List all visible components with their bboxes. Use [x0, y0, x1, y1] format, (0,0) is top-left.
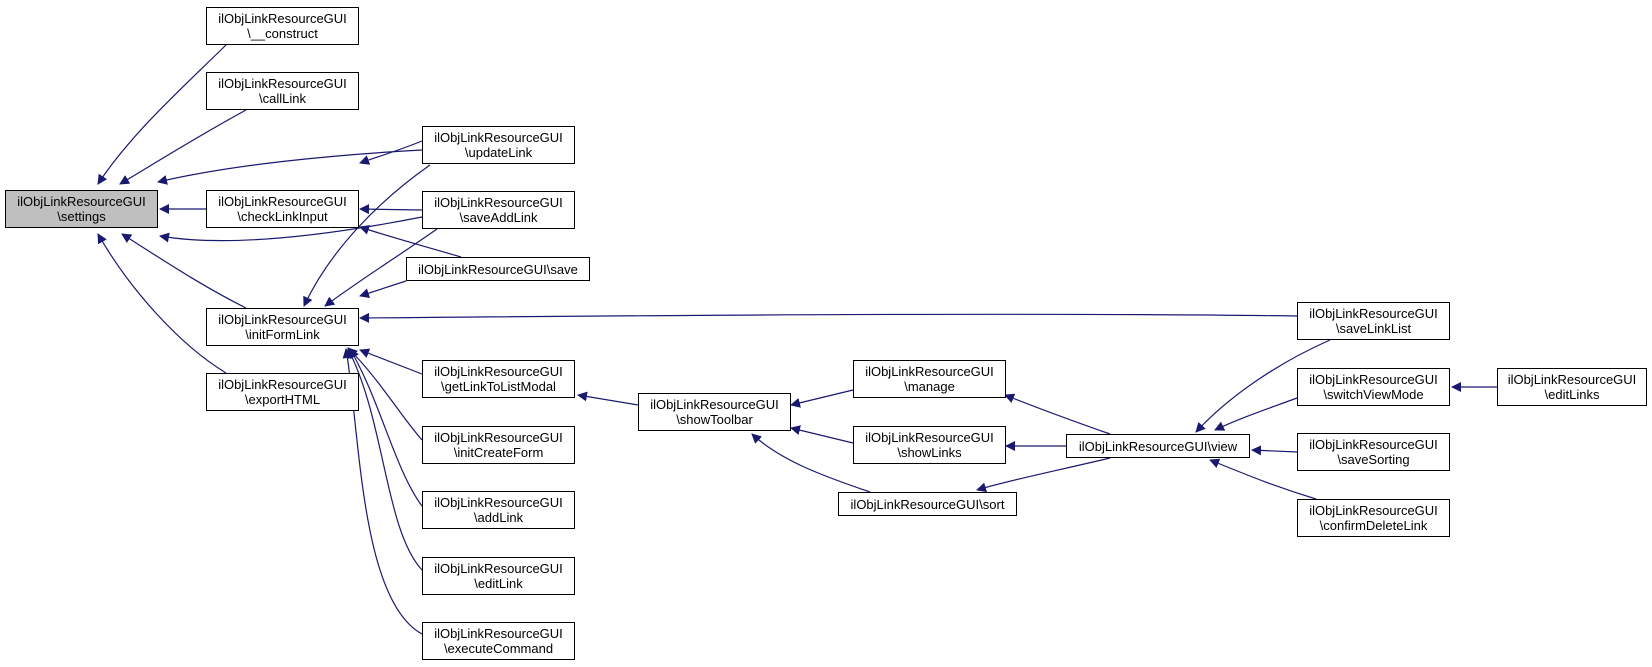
node-construct-method: \__construct	[247, 26, 318, 41]
node-updateLink-class: ilObjLinkResourceGUI	[434, 130, 563, 145]
node-editLinks[interactable]: ilObjLinkResourceGUI \editLinks	[1497, 368, 1647, 406]
node-save-label: ilObjLinkResourceGUI\save	[418, 261, 578, 277]
node-construct[interactable]: ilObjLinkResourceGUI \__construct	[206, 7, 359, 45]
node-checkLinkInput-class: ilObjLinkResourceGUI	[218, 194, 347, 209]
node-exportHTML[interactable]: ilObjLinkResourceGUI \exportHTML	[206, 373, 359, 411]
node-callLink-method: \callLink	[259, 91, 306, 106]
node-sort[interactable]: ilObjLinkResourceGUI\sort	[838, 492, 1017, 516]
node-manage[interactable]: ilObjLinkResourceGUI \manage	[853, 360, 1006, 398]
node-saveSorting-method: \saveSorting	[1337, 452, 1410, 467]
edge-initFormLink-from-saveAddLink	[324, 228, 438, 307]
node-getLinkToListModal-method: \getLinkToListModal	[441, 379, 556, 394]
node-initFormLink[interactable]: ilObjLinkResourceGUI \initFormLink	[206, 308, 359, 346]
edge-showToolbar-from-manage	[790, 389, 854, 408]
node-saveAddLink-class: ilObjLinkResourceGUI	[434, 195, 563, 210]
node-callLink-class: ilObjLinkResourceGUI	[218, 76, 347, 91]
edge-view-from-saveSorting	[1251, 445, 1298, 456]
node-checkLinkInput[interactable]: ilObjLinkResourceGUI \checkLinkInput	[206, 190, 359, 228]
edge-settings-from-exportHTML	[97, 233, 227, 374]
edge-getLinkToListModal-from-showToolbar	[577, 391, 639, 406]
edge-settings-from-updateLink	[157, 149, 423, 185]
node-saveSorting-class: ilObjLinkResourceGUI	[1309, 437, 1438, 452]
node-executeCommand-class: ilObjLinkResourceGUI	[434, 626, 563, 641]
edge-initFormLink-from-editLink	[347, 348, 423, 571]
node-saveLinkList[interactable]: ilObjLinkResourceGUI \saveLinkList	[1297, 302, 1450, 340]
node-settings-method: \settings	[57, 209, 106, 224]
node-switchViewMode-method: \switchViewMode	[1323, 387, 1424, 402]
node-showLinks[interactable]: ilObjLinkResourceGUI \showLinks	[853, 426, 1006, 464]
node-editLink-method: \editLink	[474, 576, 523, 591]
edge-settings-from-callLink	[119, 109, 247, 185]
node-view-label: ilObjLinkResourceGUI\view	[1078, 438, 1238, 454]
edge-checkLinkInput-from-save	[359, 225, 462, 258]
node-showLinks-method: \showLinks	[897, 445, 962, 460]
edge-initFormLink-from-getLinkToListModal	[359, 348, 423, 375]
edge-settings-from-construct	[97, 44, 227, 185]
node-sort-label: ilObjLinkResourceGUI\sort	[850, 496, 1005, 512]
node-construct-class: ilObjLinkResourceGUI	[218, 11, 347, 26]
node-confirmDeleteLink-class: ilObjLinkResourceGUI	[1309, 503, 1438, 518]
edge-initFormLink-from-updateLink	[303, 164, 431, 307]
node-showToolbar[interactable]: ilObjLinkResourceGUI \showToolbar	[638, 393, 791, 431]
node-view[interactable]: ilObjLinkResourceGUI\view	[1066, 434, 1250, 458]
node-initFormLink-method: \initFormLink	[245, 327, 320, 342]
node-settings-class: ilObjLinkResourceGUI	[17, 194, 146, 209]
node-exportHTML-class: ilObjLinkResourceGUI	[218, 377, 347, 392]
edge-initFormLink-from-addLink	[349, 348, 423, 507]
node-checkLinkInput-method: \checkLinkInput	[237, 209, 328, 224]
node-editLink[interactable]: ilObjLinkResourceGUI \editLink	[422, 557, 575, 595]
edge-manage-from-view	[1004, 393, 1111, 435]
node-switchViewMode[interactable]: ilObjLinkResourceGUI \switchViewMode	[1297, 368, 1450, 406]
node-addLink-class: ilObjLinkResourceGUI	[434, 495, 563, 510]
node-getLinkToListModal[interactable]: ilObjLinkResourceGUI \getLinkToListModal	[422, 360, 575, 398]
edge-checkLinkInput-from-saveAddLink	[359, 204, 423, 215]
node-editLink-class: ilObjLinkResourceGUI	[434, 561, 563, 576]
edge-settings-from-saveAddLink	[159, 216, 423, 243]
edge-view-from-saveLinkList	[1195, 339, 1331, 433]
node-executeCommand[interactable]: ilObjLinkResourceGUI \executeCommand	[422, 622, 575, 660]
node-settings[interactable]: ilObjLinkResourceGUI \settings	[5, 190, 158, 228]
node-manage-class: ilObjLinkResourceGUI	[865, 364, 994, 379]
node-switchViewMode-class: ilObjLinkResourceGUI	[1309, 372, 1438, 387]
node-addLink-method: \addLink	[473, 510, 524, 525]
node-showToolbar-class: ilObjLinkResourceGUI	[650, 397, 779, 412]
node-addLink[interactable]: ilObjLinkResourceGUI \addLink	[422, 491, 575, 529]
node-showToolbar-method: \showToolbar	[676, 412, 753, 427]
edge-settings-from-initFormLink	[121, 233, 247, 309]
node-initCreateForm-method: \initCreateForm	[453, 445, 544, 460]
node-saveSorting[interactable]: ilObjLinkResourceGUI \saveSorting	[1297, 433, 1450, 471]
node-exportHTML-method: \exportHTML	[244, 392, 321, 407]
node-initCreateForm-class: ilObjLinkResourceGUI	[434, 430, 563, 445]
node-callLink[interactable]: ilObjLinkResourceGUI \callLink	[206, 72, 359, 110]
edge-view-from-confirmDeleteLink	[1209, 458, 1317, 500]
edge-sort-from-view	[976, 457, 1111, 493]
node-editLinks-class: ilObjLinkResourceGUI	[1507, 372, 1637, 387]
node-saveLinkList-method: \saveLinkList	[1335, 321, 1412, 336]
node-executeCommand-method: \executeCommand	[443, 641, 554, 656]
node-updateLink-method: \updateLink	[464, 145, 533, 160]
node-saveLinkList-class: ilObjLinkResourceGUI	[1309, 306, 1438, 321]
node-showLinks-class: ilObjLinkResourceGUI	[865, 430, 994, 445]
node-getLinkToListModal-class: ilObjLinkResourceGUI	[434, 364, 563, 379]
node-save[interactable]: ilObjLinkResourceGUI\save	[406, 257, 590, 281]
node-initFormLink-class: ilObjLinkResourceGUI	[218, 312, 347, 327]
node-updateLink[interactable]: ilObjLinkResourceGUI \updateLink	[422, 126, 575, 164]
edge-checkLinkInput-from-updateLink	[359, 140, 423, 165]
node-initCreateForm[interactable]: ilObjLinkResourceGUI \initCreateForm	[422, 426, 575, 464]
edge-showToolbar-from-showLinks	[790, 425, 854, 444]
node-editLinks-method: \editLinks	[1544, 387, 1600, 402]
node-saveAddLink-method: \saveAddLink	[459, 210, 538, 225]
edge-initFormLink-from-saveLinkList	[359, 312, 1298, 323]
node-confirmDeleteLink[interactable]: ilObjLinkResourceGUI \confirmDeleteLink	[1297, 499, 1450, 537]
node-confirmDeleteLink-method: \confirmDeleteLink	[1319, 518, 1428, 533]
edge-view-from-switchViewMode	[1214, 397, 1298, 431]
edge-initFormLink-from-save	[359, 280, 407, 298]
node-manage-method: \manage	[904, 379, 955, 394]
edge-showToolbar-from-sort	[751, 433, 871, 493]
node-saveAddLink[interactable]: ilObjLinkResourceGUI \saveAddLink	[422, 191, 575, 229]
